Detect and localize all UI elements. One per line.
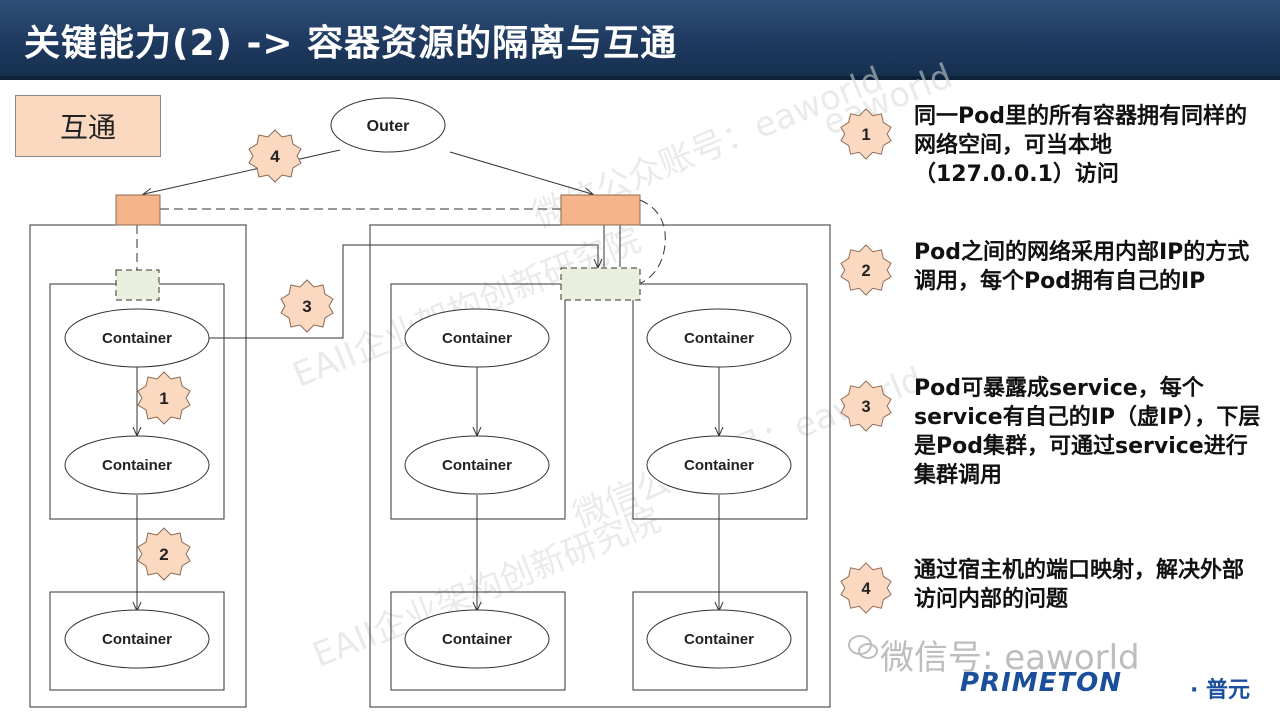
note-text: 通过宿主机的端口映射，解决外部访问内部的问题 — [914, 558, 1245, 612]
brand-cn: · 普元 — [1190, 678, 1251, 703]
container-label: Container — [442, 330, 512, 347]
container-label: Container — [102, 330, 172, 347]
badge-4-icon: 4 — [840, 562, 892, 614]
host-port — [115, 194, 161, 226]
svg-text:1: 1 — [159, 389, 168, 408]
network-diagram: Outer Container Container Container Cont… — [29, 97, 831, 708]
container-node — [404, 308, 550, 368]
service-port — [560, 267, 641, 301]
pod-box — [632, 283, 808, 520]
container-node — [404, 435, 550, 495]
svg-text:4: 4 — [861, 580, 871, 598]
svg-text:2: 2 — [861, 262, 870, 280]
pod-box — [390, 591, 566, 691]
container-node — [404, 609, 550, 669]
container-node — [646, 609, 792, 669]
container-node — [646, 435, 792, 495]
badge-2-icon: 2 — [137, 527, 191, 581]
wechat-id: 微信号: eaworld — [880, 638, 1140, 678]
svg-text:1: 1 — [861, 126, 870, 144]
pod-box — [632, 591, 808, 691]
section-label: 互通 — [15, 95, 161, 157]
svg-text:4: 4 — [270, 147, 280, 166]
container-node — [64, 609, 210, 669]
container-label: Container — [442, 631, 512, 648]
container-label: Container — [684, 631, 754, 648]
badge-2-icon: 2 — [840, 244, 892, 296]
svg-text:2: 2 — [159, 545, 168, 564]
pod-port — [115, 269, 160, 301]
brand-logo: PRIMETON — [960, 668, 1122, 698]
container-node — [64, 435, 210, 495]
badge-4-icon: 4 — [248, 129, 302, 183]
note-text: 同一Pod里的所有容器拥有同样的网络空间，可当本地（127.0.0.1）访问 — [914, 104, 1247, 187]
outer-label: Outer — [367, 118, 410, 135]
container-node — [64, 308, 210, 368]
badge-1-icon: 1 — [840, 108, 892, 160]
container-label: Container — [102, 631, 172, 648]
svg-text:3: 3 — [302, 297, 311, 316]
host-port — [560, 194, 641, 226]
container-label: Container — [684, 457, 754, 474]
pod-box — [390, 283, 566, 520]
container-label: Container — [684, 330, 754, 347]
badge-3-icon: 3 — [280, 279, 334, 333]
page-title: 关键能力(2) -> 容器资源的隔离与互通 — [24, 23, 678, 64]
outer-node — [330, 97, 446, 153]
wechat-icon — [848, 635, 878, 659]
badge-1-icon: 1 — [137, 371, 191, 425]
note-text: Pod可暴露成service，每个service有自己的IP（虚IP），下层是P… — [914, 376, 1261, 488]
container-label: Container — [102, 457, 172, 474]
badge-3-icon: 3 — [840, 380, 892, 432]
container-label: Container — [442, 457, 512, 474]
container-node — [646, 308, 792, 368]
title-bar: 关键能力(2) -> 容器资源的隔离与互通 — [0, 0, 1280, 80]
svg-text:3: 3 — [861, 398, 870, 416]
note-text: Pod之间的网络采用内部IP的方式调用，每个Pod拥有自己的IP — [914, 240, 1250, 294]
